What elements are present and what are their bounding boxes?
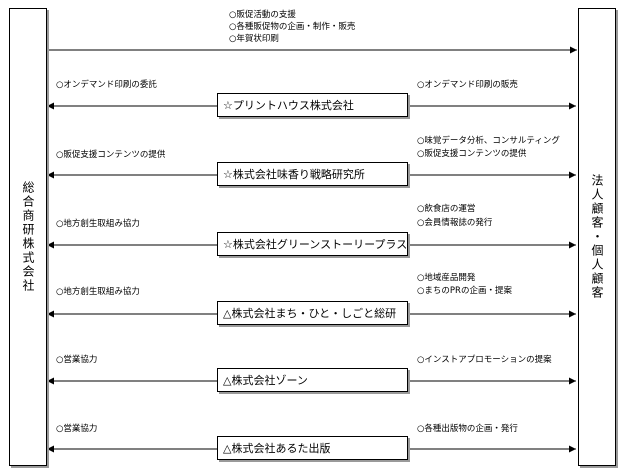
company-box: ☆プリントハウス株式会社: [217, 93, 408, 117]
row-right-note: ○地域産品開発: [417, 273, 476, 283]
row-left-note: ○営業協力: [56, 424, 98, 434]
row-right-note: ○各種出版物の企画・発行: [417, 424, 518, 434]
top-note: ○各種販促物の企画・制作・販売: [229, 22, 356, 32]
top-note: ○年賀状印刷: [229, 34, 279, 44]
right-entity-label: 法人顧客・個人顧客: [590, 174, 604, 300]
row-right-note: ○飲食店の運営: [417, 204, 476, 214]
top-note: ○販促活動の支援: [229, 10, 296, 20]
row-right-note: ○会員情報誌の発行: [417, 218, 493, 228]
company-box: △株式会社まち・ひと・しごと総研: [217, 301, 408, 325]
company-box: △株式会社ゾーン: [217, 368, 408, 392]
row-left-note: ○オンデマンド印刷の委託: [56, 80, 157, 90]
row-right-note: ○まちのPRの企画・提案: [417, 286, 512, 296]
row-right-note: ○販促支援コンテンツの提供: [417, 149, 527, 159]
company-box: △株式会社あるた出版: [217, 436, 408, 460]
left-entity-box: 総合商研株式会社: [9, 8, 47, 466]
left-entity-label: 総合商研株式会社: [21, 181, 35, 293]
row-right-note: ○味覚データ分析、コンサルティング: [417, 136, 560, 146]
row-left-note: ○地方創生取組み協力: [56, 287, 140, 297]
company-box: ☆株式会社味香り戦略研究所: [217, 162, 408, 186]
right-entity-box: 法人顧客・個人顧客: [578, 8, 616, 466]
row-left-note: ○地方創生取組み協力: [56, 219, 140, 229]
company-box: ☆株式会社グリーンストーリープラス: [217, 232, 408, 256]
row-left-note: ○営業協力: [56, 355, 98, 365]
row-right-note: ○インストアプロモーションの提案: [417, 355, 552, 365]
row-right-note: ○オンデマンド印刷の販売: [417, 80, 518, 90]
row-left-note: ○販促支援コンテンツの提供: [56, 150, 166, 160]
